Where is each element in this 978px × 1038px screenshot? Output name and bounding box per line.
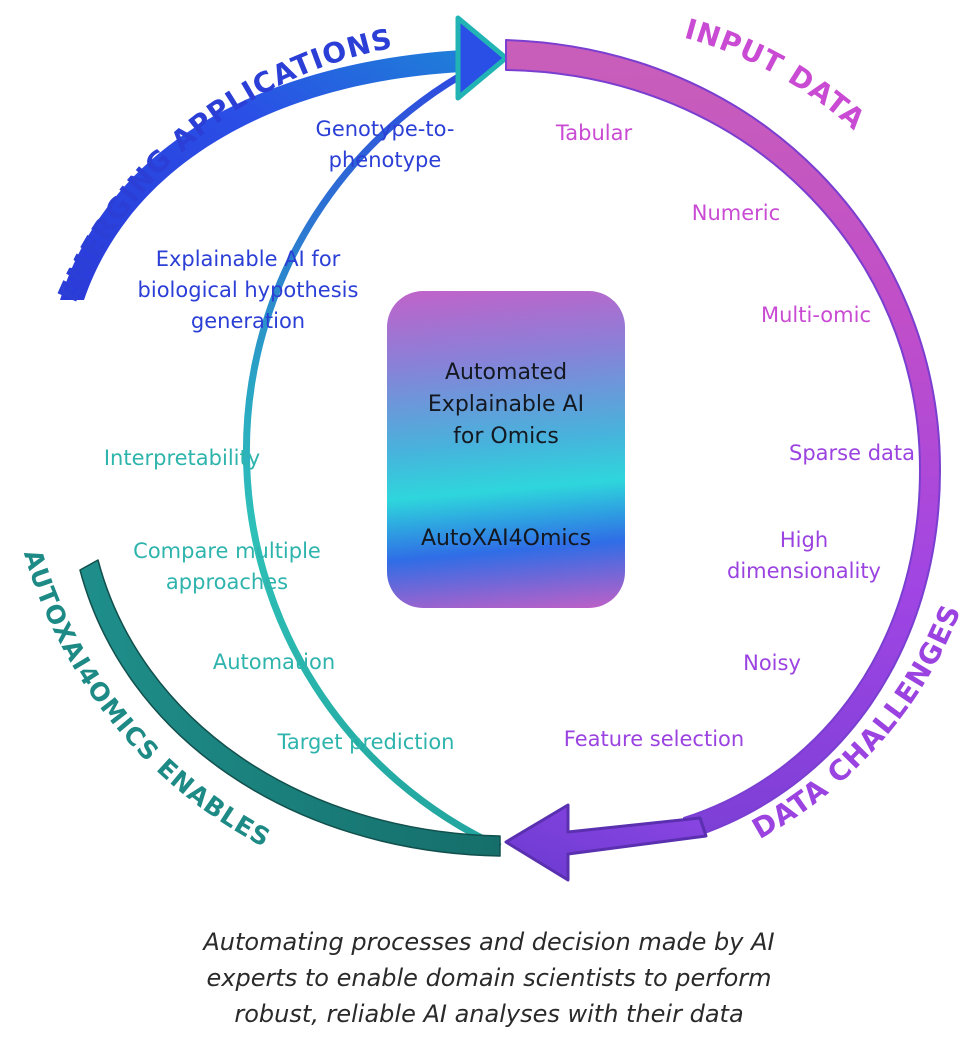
feature-selection-label: Feature selection [563,727,745,751]
genotype-to-phenotype-label: Genotype-to- phenotype [315,117,455,172]
center-name: AutoXAI4Omics [420,526,592,551]
high-dimensionality-label: High dimensionality [727,528,881,583]
explainable-ai-hypothesis-label: Explainable AI for biological hypothesis… [137,247,359,333]
numeric-label: Numeric [691,201,781,225]
caption: Automating processes and decision made b… [203,928,775,1028]
compare-multiple-approaches-label: Compare multiple approaches [133,539,321,594]
multi-omic-label: Multi-omic [761,303,871,327]
tabular-label: Tabular [555,121,633,145]
left-cycle-arc [242,51,502,851]
sparse-data-label: Sparse data [789,441,915,465]
center-title: Automated Explainable AI for Omics [427,360,585,449]
emerging-applications-arrow-band [60,50,462,300]
data-challenges-arrow [504,803,708,882]
emerging-applications-arrow-head [455,15,509,101]
noisy-label: Noisy [743,651,801,675]
automation-label: Automation [212,650,336,674]
center-box [387,291,625,608]
autoxai4omics-enables-band [79,559,501,857]
interpretability-label: Interpretability [103,446,261,470]
target-prediction-label: Target prediction [277,730,455,754]
